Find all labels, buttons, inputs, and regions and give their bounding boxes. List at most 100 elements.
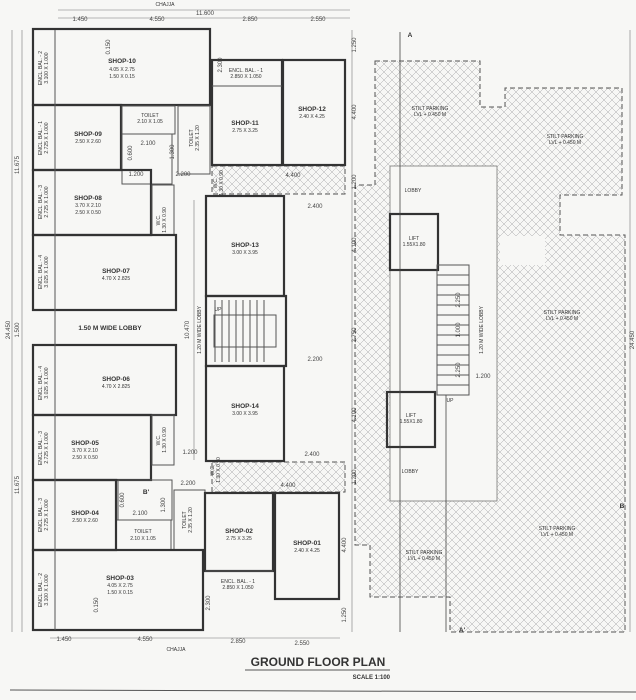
parking-label: STILT PARKING (544, 310, 581, 316)
room-name: SHOP-02 (225, 528, 253, 535)
room-name: SHOP-10 (108, 58, 136, 65)
dim-text: 1.200 (475, 374, 491, 380)
dim-text: 1.000 (456, 322, 462, 338)
room-name: SHOP-11 (231, 120, 259, 127)
dim-text: 4.100 (352, 407, 358, 423)
balcony-label: ENCL. BAL. - 4 (38, 366, 44, 400)
dim-text: 2.300 (218, 57, 224, 73)
dim-text: 0.600 (120, 492, 126, 508)
dim-text: 2.200 (307, 357, 323, 363)
room-dims: 2.50 X 2.60 (72, 518, 98, 524)
right-stair-treads (436, 264, 470, 396)
room-dims: 3.70 X 2.10 (72, 448, 98, 454)
lift-dims: 1.55X1.80 (403, 242, 426, 248)
dim-text: 1.200 (128, 172, 144, 178)
dim-text: 4.400 (352, 104, 358, 120)
balcony-label: ENCL. BAL. - 1 (38, 121, 44, 155)
dim-text: 1.300 (170, 144, 176, 160)
parking-level: LVL + 0.450 M (549, 140, 581, 146)
wc-dims: 1.30 X 0.90 (216, 457, 222, 483)
dim-text: 2.850 (242, 17, 258, 23)
parking-label: STILT PARKING (539, 526, 576, 532)
dim-text: 1.450 (72, 17, 88, 23)
dim-text: 4.400 (342, 537, 348, 553)
toilet-dims: 2.10 X 1.05 (130, 536, 156, 542)
section-b-marker: B (620, 503, 625, 510)
toilet-label: TOILET (189, 129, 195, 146)
dim-text: 1.200 (182, 450, 198, 456)
room-dims: 2.50 X 0.50 (72, 455, 98, 461)
room-name: SHOP-09 (74, 131, 102, 138)
balcony-dims: 2.725 X 1.000 (44, 432, 50, 463)
room-dims: 2.40 X 4.25 (294, 548, 320, 554)
room-dims: 4.70 X 2.825 (102, 276, 131, 282)
toilet-dims: 2.35 X 1.20 (195, 125, 201, 151)
dim-text: 1.250 (342, 607, 348, 623)
lift-dims: 1.55X1.80 (400, 419, 423, 425)
toilet-label: TOILET (134, 529, 151, 535)
dim-text: 2.100 (140, 141, 156, 147)
room-name: SHOP-06 (102, 376, 130, 383)
dim-text: 2.400 (304, 452, 320, 458)
chajja-label: CHAJJA (167, 647, 187, 653)
dimension-lines (11, 9, 631, 639)
right-lobby-label: 1.20 M WIDE LOBBY (479, 305, 485, 353)
dim-text: 4.400 (285, 173, 301, 179)
room-dims: 4.05 X 2.75 (107, 583, 133, 589)
dim-text: 2.750 (352, 327, 358, 343)
chajja-label: CHAJJA (156, 2, 176, 8)
room-name: SHOP-03 (106, 575, 134, 582)
dim-text: 2.250 (456, 362, 462, 378)
dim-text: 4.550 (137, 637, 153, 643)
dim-text: 10.470 (185, 320, 191, 339)
parking-label: STILT PARKING (547, 134, 584, 140)
dim-text: 4.400 (280, 483, 296, 489)
wc-dims: 1.30 X 0.90 (219, 170, 225, 196)
room-name: SHOP-14 (231, 403, 259, 410)
dim-text: 2.100 (132, 511, 148, 517)
room-dims: 2.75 X 3.25 (226, 536, 252, 542)
dim-text: 2.550 (310, 17, 326, 23)
room-dims: 2.40 X 4.25 (299, 114, 325, 120)
toilet-label: TOILET (141, 113, 158, 119)
balcony-dims: 2.725 X 1.000 (44, 499, 50, 530)
lift-label: LIFT (406, 413, 416, 419)
balcony-dims: 3.100 X 1.000 (44, 574, 50, 605)
toilet-label: TOILET (182, 511, 188, 528)
parking-label: STILT PARKING (412, 106, 449, 112)
stair-treads (213, 300, 277, 362)
balcony-label: ENCL. BAL. - 1 (229, 68, 263, 74)
dim-text: 11.675 (15, 475, 21, 494)
wc-label: W.C. (156, 215, 162, 226)
balcony-label: ENCL. BAL. - 3 (38, 185, 44, 219)
room-name: SHOP-01 (293, 540, 321, 547)
dim-text: 4.100 (352, 237, 358, 253)
room-name: SHOP-08 (74, 195, 102, 202)
dim-text: 1.450 (56, 637, 72, 643)
room-dims: 4.70 X 2.825 (102, 384, 131, 390)
toilet-dims: 2.10 X 1.05 (137, 119, 163, 125)
dim-text: 11.675 (15, 155, 21, 174)
room-dims: 2.75 X 3.25 (232, 128, 258, 134)
room-dims: 2.50 X 2.60 (75, 139, 101, 145)
room-dims: 2.50 X 0.50 (75, 210, 101, 216)
balcony-label: ENCL. BAL. - 3 (38, 431, 44, 465)
dim-text: 1.500 (15, 322, 21, 338)
parking-level: LVL + 0.450 M (408, 556, 440, 562)
room-name: SHOP-07 (102, 268, 130, 275)
hatched-corridor-top (211, 165, 346, 195)
balcony-dims: 3.025 X 1.000 (44, 256, 50, 287)
up-label: UP (215, 307, 223, 313)
balcony-dims: 2.725 X 1.000 (44, 186, 50, 217)
wc-label: W.C. (213, 178, 219, 189)
hatched-corridor-bottom (211, 461, 346, 493)
balcony-label: ENCL. BAL. - 2 (38, 573, 44, 607)
dim-text: 4.550 (149, 17, 165, 23)
balcony-dims: 3.025 X 1.000 (44, 367, 50, 398)
dim-text: 2.250 (456, 292, 462, 308)
mid-lobby-label: 1.20 M WIDE LOBBY (197, 305, 203, 353)
plan-scale: SCALE 1:100 (353, 675, 391, 681)
section-b2-marker: B' (143, 489, 150, 496)
room-dims: 1.50 X 0.15 (107, 590, 133, 596)
balcony-label: ENCL. BAL. - 3 (38, 498, 44, 532)
